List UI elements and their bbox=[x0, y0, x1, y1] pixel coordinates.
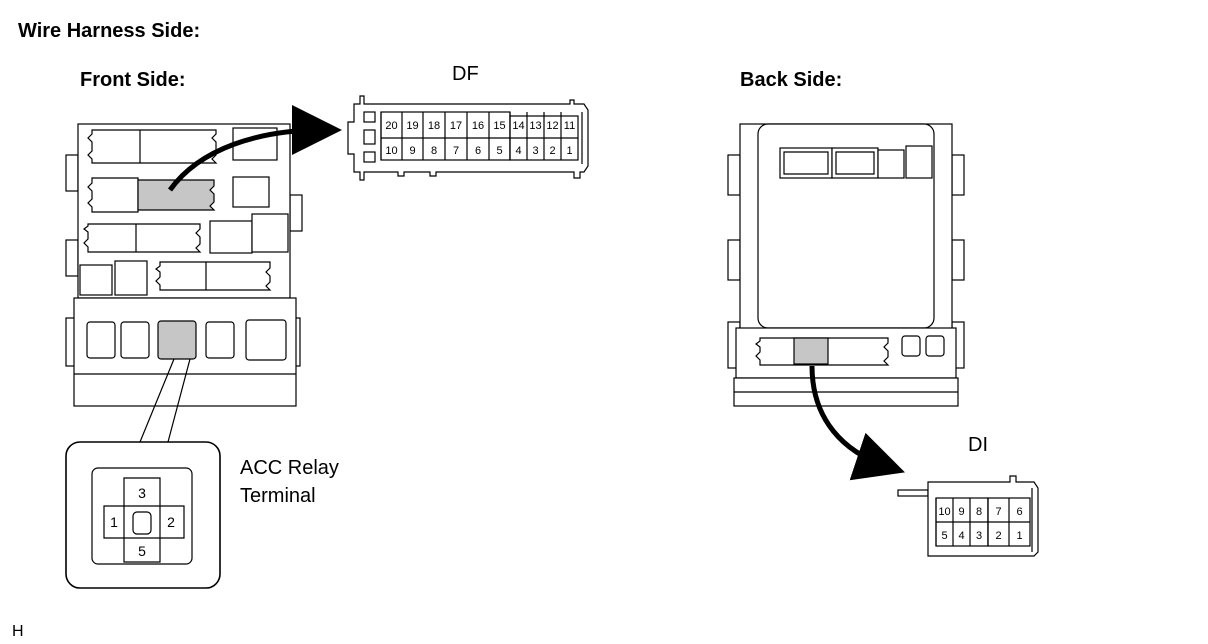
df-pin-4: 4 bbox=[515, 145, 521, 157]
di-pin-7: 7 bbox=[995, 506, 1001, 518]
df-pin-2: 2 bbox=[549, 145, 555, 157]
di-pointer-arrow bbox=[809, 365, 905, 481]
di-pin-2: 2 bbox=[995, 530, 1001, 542]
df-pointer-arrow bbox=[167, 105, 342, 192]
acc-terminal-1: 1 bbox=[110, 514, 118, 530]
page-title: Wire Harness Side: bbox=[18, 20, 200, 42]
df-pin-18: 18 bbox=[428, 120, 440, 132]
acc-relay-label-line2: Terminal bbox=[240, 485, 316, 507]
di-pin-6: 6 bbox=[1016, 506, 1022, 518]
df-pin-14: 14 bbox=[512, 120, 524, 132]
footer-code: H bbox=[12, 623, 24, 640]
df-pin-20: 20 bbox=[385, 120, 397, 132]
df-pin-8: 8 bbox=[431, 145, 437, 157]
acc-terminal-3: 3 bbox=[138, 485, 146, 501]
acc-relay-terminal-detail: 3 1 2 5 bbox=[65, 441, 221, 589]
df-pin-16: 16 bbox=[472, 120, 484, 132]
df-pin-12: 12 bbox=[546, 120, 558, 132]
df-pin-13: 13 bbox=[529, 120, 541, 132]
acc-terminal-5: 5 bbox=[138, 543, 146, 559]
df-pin-3: 3 bbox=[532, 145, 538, 157]
df-location-highlight bbox=[137, 179, 216, 211]
back-side-label: Back Side: bbox=[740, 69, 842, 91]
acc-terminal-2: 2 bbox=[167, 514, 175, 530]
front-junction-block bbox=[65, 123, 303, 443]
back-junction-block bbox=[727, 123, 965, 407]
front-side-label: Front Side: bbox=[80, 69, 186, 91]
df-pin-6: 6 bbox=[475, 145, 481, 157]
df-pin-10: 10 bbox=[385, 145, 397, 157]
di-location-highlight bbox=[793, 337, 829, 365]
di-pin-1: 1 bbox=[1016, 530, 1022, 542]
df-pin-9: 9 bbox=[409, 145, 415, 157]
di-pin-9: 9 bbox=[958, 506, 964, 518]
df-pin-15: 15 bbox=[493, 120, 505, 132]
di-pin-3: 3 bbox=[976, 530, 982, 542]
df-pin-5: 5 bbox=[496, 145, 502, 157]
df-pin-19: 19 bbox=[406, 120, 418, 132]
acc-relay-location-highlight bbox=[157, 320, 197, 360]
connector-df-label: DF bbox=[452, 63, 479, 85]
df-pin-7: 7 bbox=[453, 145, 459, 157]
df-pin-1: 1 bbox=[566, 145, 572, 157]
di-pin-10: 10 bbox=[938, 506, 950, 518]
acc-relay-label-line1: ACC Relay bbox=[240, 457, 339, 479]
di-pin-4: 4 bbox=[958, 530, 964, 542]
connector-di-label: DI bbox=[968, 434, 988, 456]
df-pin-11: 11 bbox=[564, 120, 575, 132]
di-pin-5: 5 bbox=[941, 530, 947, 542]
df-pin-17: 17 bbox=[450, 120, 462, 132]
di-pin-8: 8 bbox=[976, 506, 982, 518]
